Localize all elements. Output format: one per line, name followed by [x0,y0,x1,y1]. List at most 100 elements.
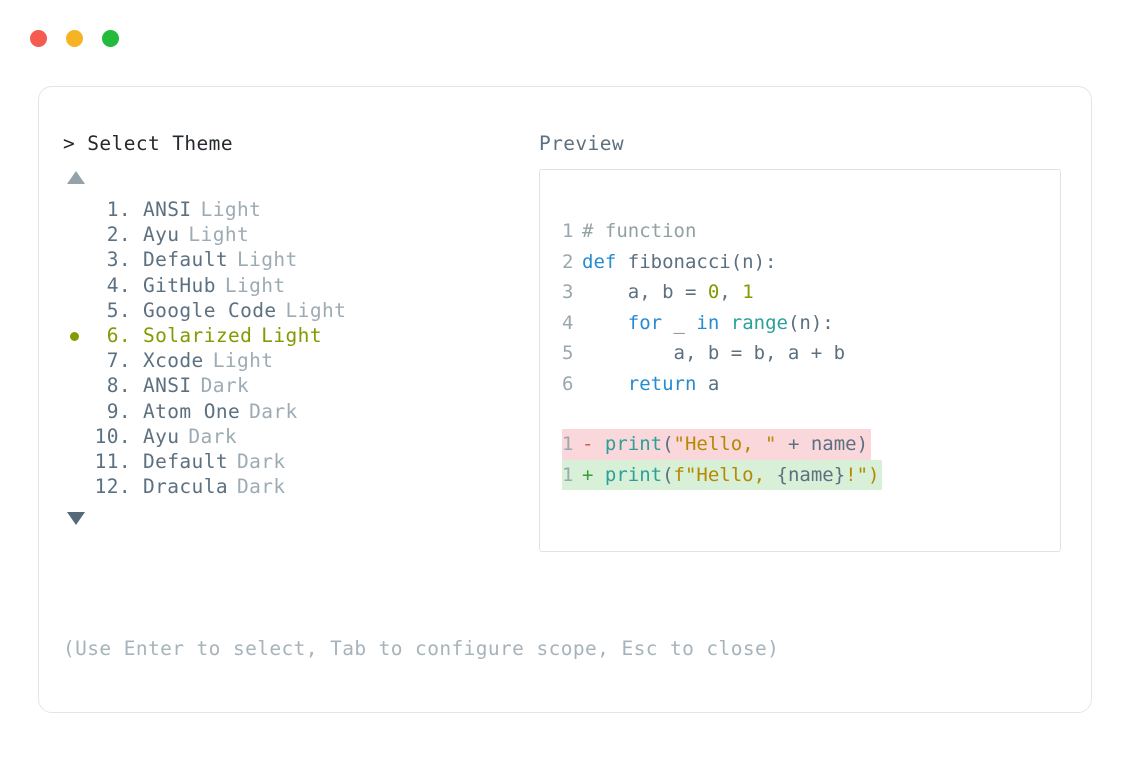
minimize-button[interactable] [66,30,83,47]
code-token-kw: def [582,250,628,273]
diff-line-add: 1+ print(f"Hello, {name}!") [562,459,883,490]
code-line: 1 # function [562,216,1060,247]
page-title-text: Select Theme [87,132,233,155]
selected-bullet-icon [63,331,85,341]
theme-item-index: 10. [94,424,131,448]
theme-item-name: ANSI [143,198,192,221]
code-token-kw: for [627,311,663,334]
theme-item-index: 2. [106,223,131,247]
code-token-plain: a [696,372,720,395]
close-button[interactable] [30,30,47,47]
code-sample: 1 # function 2 def fibonacci(n): 3 a, b = 0,… [540,216,1060,399]
code-token-plain: a, b = b, a + b [582,342,846,364]
code-line-number: 5 [562,342,574,364]
theme-item-variant: Light [212,349,274,373]
theme-item-index: 5. [106,298,131,322]
code-line-number: 3 [562,281,574,303]
theme-item-index: 12. [94,475,131,499]
code-line: 2 def fibonacci(n): [562,247,1060,278]
code-token-fn: fibonacci(n): [627,250,777,273]
preview-label: Preview [539,132,624,155]
theme-item-name: Ayu [143,424,180,448]
code-token-str: "Hello, " [673,433,777,455]
theme-item-name: ANSI [143,374,192,398]
bullet-dot-icon [69,331,79,341]
code-token-kw: return [627,372,697,395]
code-token-plain [582,373,628,395]
code-token-plain: + name) [776,433,869,455]
page-title: > Select Theme [63,131,533,157]
prompt-caret-icon: > [63,132,76,155]
theme-item-index: 3. [106,248,131,272]
theme-item-index: 6. [106,323,131,347]
theme-list-item[interactable]: 3. Default Light [63,248,533,273]
diff-line-wrapper: 1- print("Hello, " + name) [562,429,1060,460]
theme-item-index: 4. [106,273,131,297]
theme-item-index: 8. [106,374,131,398]
triangle-down-icon[interactable] [67,512,85,526]
theme-item-name: Default [143,449,228,473]
theme-item-variant: Light [188,223,250,247]
code-token-plain: {name} [776,463,846,486]
code-token-plain [719,312,730,334]
code-line: 4 for _ in range(n): [562,308,1060,339]
theme-list-item[interactable]: 10. Ayu Dark [63,425,533,450]
theme-item-variant: Light [236,248,298,272]
code-line: 3 a, b = 0, 1 [562,277,1060,308]
theme-item-index: 7. [106,349,131,373]
theme-item-name: Solarized [143,323,253,347]
code-token-plain [582,312,628,334]
code-preview-box: 1 # function 2 def fibonacci(n): 3 a, b = 0,… [539,169,1061,552]
theme-item-variant: Dark [188,424,237,448]
theme-item-name: Google Code [143,298,277,322]
code-line-number: 1 [562,220,574,242]
code-line-number: 4 [562,311,574,334]
code-line-number: 2 [562,250,574,273]
code-token-plain: ( [662,433,674,455]
code-token-builtin: print [604,463,663,486]
preview-column: Preview 1 # function 2 def fibonacci(n): 3 a… [539,131,1069,552]
theme-item-name: Xcode [143,349,204,373]
code-token-plain: a, b = [582,281,708,303]
theme-item-index: 11. [94,449,131,473]
code-token-plain: ( [662,463,674,486]
code-token-plain: (n): [787,311,834,334]
code-token-plain: _ [662,311,697,334]
theme-item-index: 1. [106,198,131,221]
code-token-comment: # function [582,220,697,242]
code-token-str: !") [845,463,880,486]
code-diff-sample: 1- print("Hello, " + name)1+ print(f"Hel… [540,429,1060,490]
theme-item-index: 9. [106,399,131,423]
code-spacer [540,399,1060,429]
code-line-number: 6 [562,372,574,395]
diff-line-number: 1 [562,433,574,455]
theme-item-variant: Dark [249,399,298,423]
code-line: 6 return a [562,369,1060,400]
code-token-builtin: print [604,433,663,455]
maximize-button[interactable] [102,30,119,47]
theme-list-item[interactable]: 7. Xcode Light [63,349,533,374]
diff-line-wrapper: 1+ print(f"Hello, {name}!") [562,459,1060,490]
triangle-up-icon[interactable] [67,171,85,184]
code-token-str: f"Hello, [673,463,777,486]
code-token-plain: , [719,281,743,303]
theme-item-variant: Light [224,273,286,297]
theme-list-item[interactable]: 5. Google Code Light [63,299,533,324]
theme-item-name: Default [143,248,228,272]
theme-item-variant: Light [285,298,347,322]
diff-marker-del: - [582,433,605,455]
keyboard-hint: (Use Enter to select, Tab to configure s… [63,637,780,660]
code-line: 5 a, b = b, a + b [562,338,1060,369]
diff-line-number: 1 [562,463,574,486]
theme-item-name: Dracula [143,475,228,499]
